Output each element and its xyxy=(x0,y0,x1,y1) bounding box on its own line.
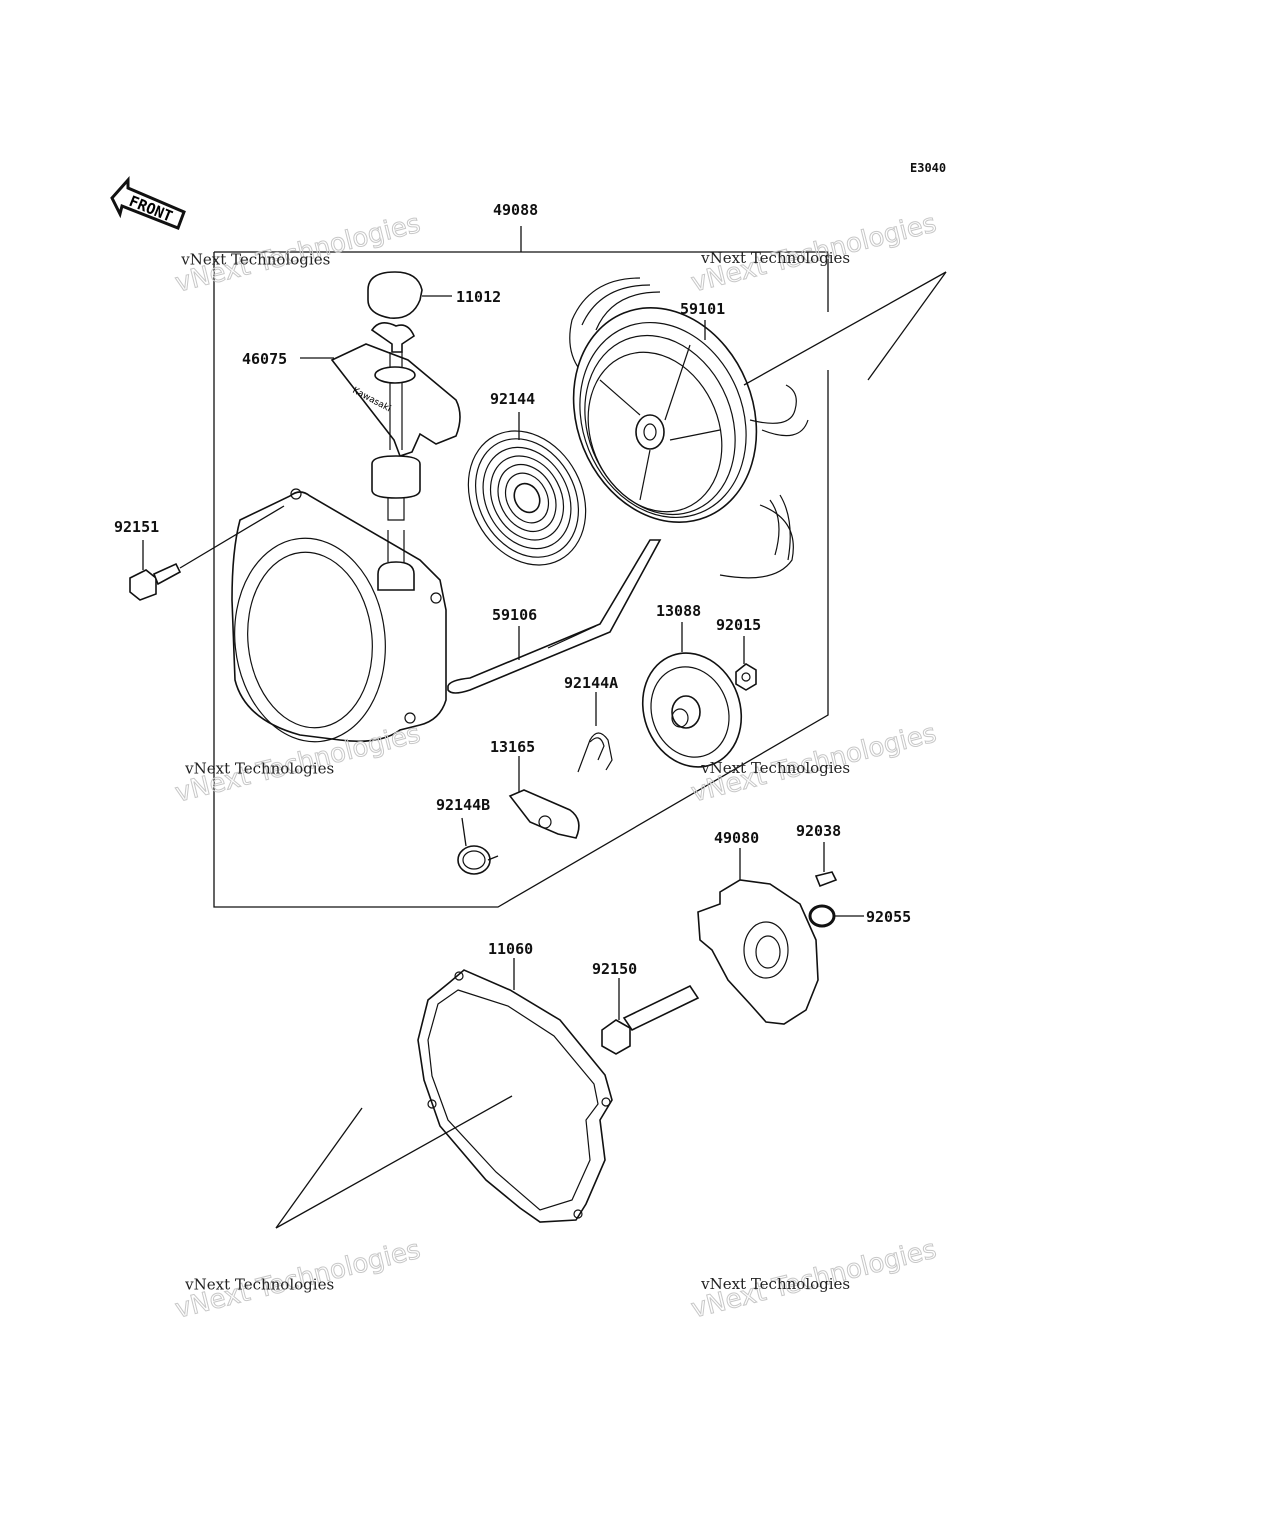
front-arrow-icon: FRONT xyxy=(110,176,186,230)
label-92150[interactable]: 92150 xyxy=(592,960,637,978)
label-49080[interactable]: 49080 xyxy=(714,829,759,847)
label-92144[interactable]: 92144 xyxy=(490,390,535,408)
pulley-49080 xyxy=(697,848,819,1025)
watermark-bottom-right: vNext Technologies vNext Technologies xyxy=(688,1234,940,1325)
watermark-top-right: vNext Technologies vNext Technologies xyxy=(688,208,940,299)
svg-text:vNext Technologies: vNext Technologies xyxy=(184,759,334,777)
pawl-13165 xyxy=(508,756,580,839)
label-92015[interactable]: 92015 xyxy=(716,616,761,634)
rope-59106 xyxy=(447,539,662,694)
handle-46075: Kawasaki xyxy=(300,322,461,521)
svg-text:vNext Technologies: vNext Technologies xyxy=(700,249,850,267)
reel-59101 xyxy=(569,271,947,579)
label-59106[interactable]: 59106 xyxy=(492,606,537,624)
part-labels: 49088 11012 46075 59101 92144 92151 5910… xyxy=(114,201,911,978)
spiral-spring-92144 xyxy=(467,412,587,566)
label-92151[interactable]: 92151 xyxy=(114,518,159,536)
ratchet-13088 xyxy=(641,622,743,768)
label-92038[interactable]: 92038 xyxy=(796,822,841,840)
spring-92144B xyxy=(457,817,499,875)
key-92038 xyxy=(814,842,838,888)
starter-housing xyxy=(231,488,447,743)
spring-clip-92144A xyxy=(577,692,613,773)
cap-11012 xyxy=(367,271,452,319)
label-46075[interactable]: 46075 xyxy=(242,350,287,368)
bolt-92151 xyxy=(129,505,285,601)
svg-text:vNext Technologies: vNext Technologies xyxy=(180,250,330,268)
label-13088[interactable]: 13088 xyxy=(656,602,701,620)
label-11060[interactable]: 11060 xyxy=(488,940,533,958)
gasket-11060 xyxy=(275,958,613,1229)
label-92144B[interactable]: 92144B xyxy=(436,796,490,814)
label-59101[interactable]: 59101 xyxy=(680,300,725,318)
svg-text:vNext Technologies: vNext Technologies xyxy=(700,1275,850,1293)
nut-92015 xyxy=(735,636,757,691)
label-49088[interactable]: 49088 xyxy=(493,201,538,219)
label-92055[interactable]: 92055 xyxy=(866,908,911,926)
diagram-code: E3040 xyxy=(910,161,946,175)
svg-text:vNext Technologies: vNext Technologies xyxy=(184,1275,334,1293)
bolt-92150 xyxy=(601,978,700,1055)
label-11012[interactable]: 11012 xyxy=(456,288,501,306)
assembly-bracket xyxy=(213,226,829,908)
svg-text:vNext Technologies: vNext Technologies xyxy=(700,759,850,777)
watermark-bottom-left: vNext Technologies vNext Technologies xyxy=(172,1234,424,1325)
label-13165[interactable]: 13165 xyxy=(490,738,535,756)
label-92144A[interactable]: 92144A xyxy=(564,674,618,692)
oring-92055 xyxy=(808,904,864,928)
